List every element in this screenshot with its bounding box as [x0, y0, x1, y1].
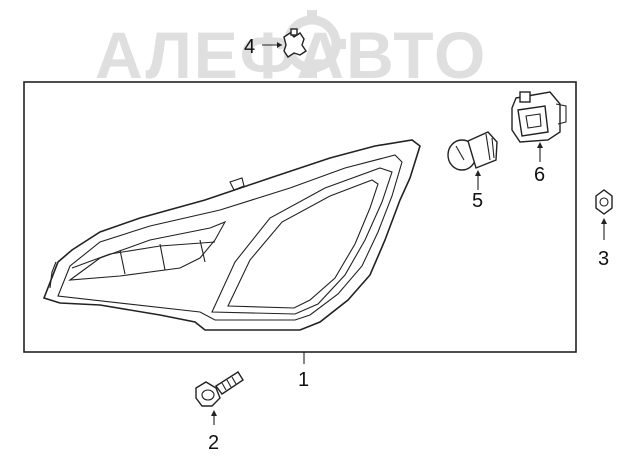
bolt-part: [195, 371, 244, 407]
nut-part: [595, 189, 613, 215]
callout-socket: 6: [534, 164, 545, 186]
callout-nut: 3: [598, 248, 609, 270]
socket-part: [511, 91, 567, 143]
bulb-part: [447, 131, 498, 171]
assembly-frame: [23, 81, 577, 353]
clip-part: [283, 28, 307, 58]
callout-headlamp: 1: [298, 369, 309, 391]
callout-bolt: 2: [208, 432, 219, 454]
headlamp-assembly: [42, 139, 421, 331]
callout-clip: 4: [244, 36, 255, 58]
callout-bulb: 5: [472, 190, 483, 212]
